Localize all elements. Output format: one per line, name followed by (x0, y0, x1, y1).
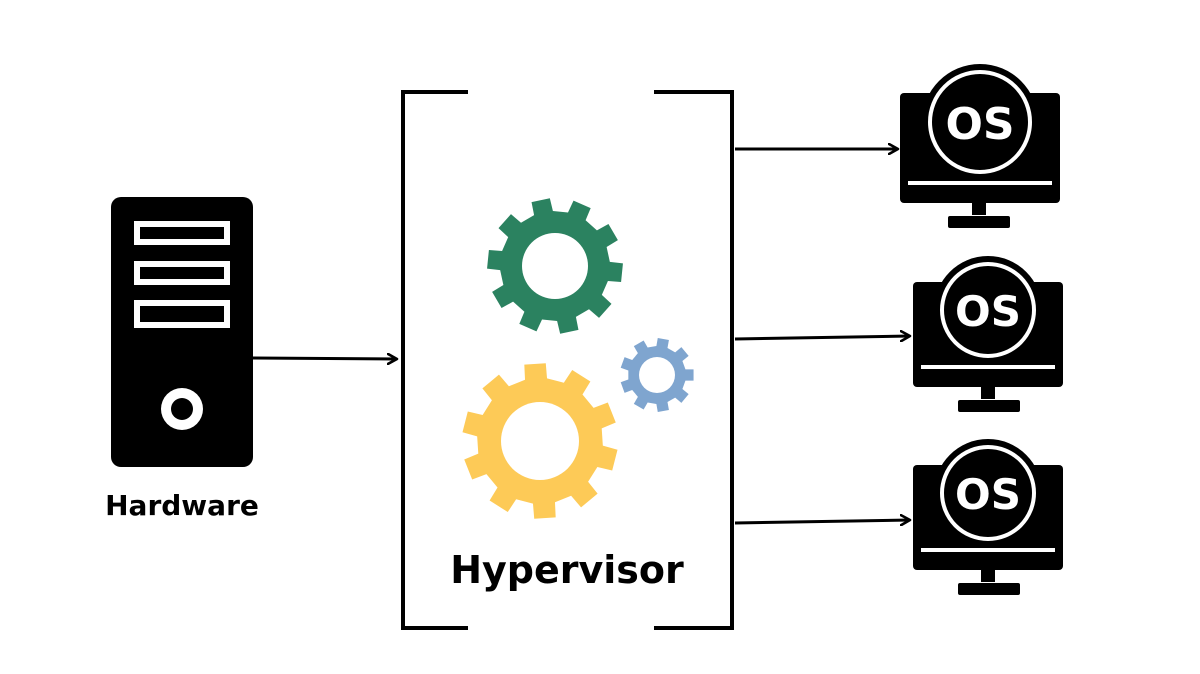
blue-gear-icon (620, 338, 694, 412)
os-label: OS (955, 287, 1021, 336)
monitor-os-icon (913, 439, 1063, 595)
gear-hole (501, 402, 579, 480)
vm-3: OS (913, 439, 1063, 595)
hypervisor-label: Hypervisor (450, 548, 684, 592)
gears-icon (462, 198, 694, 519)
monitor-os-icon (900, 64, 1060, 228)
gear-hole (522, 233, 588, 299)
hypervisor-node: Hypervisor (401, 90, 734, 630)
hypervisor-bracket (401, 90, 734, 630)
arrow-to-vm-3 (734, 520, 910, 523)
os-label: OS (945, 99, 1014, 150)
server-tower-icon (111, 197, 253, 467)
vm-2: OS (913, 256, 1063, 412)
yellow-gear-icon (462, 363, 618, 519)
arrow-hardware-to-hypervisor (252, 358, 397, 359)
monitor-os-icon (913, 256, 1063, 412)
vm-1: OS (900, 64, 1060, 228)
gear-hole (639, 357, 675, 393)
hardware-label: Hardware (105, 489, 259, 522)
hardware-node: Hardware (105, 197, 259, 522)
arrow-to-vm-2 (734, 336, 910, 339)
green-gear-icon (487, 198, 623, 334)
os-label: OS (955, 470, 1021, 519)
